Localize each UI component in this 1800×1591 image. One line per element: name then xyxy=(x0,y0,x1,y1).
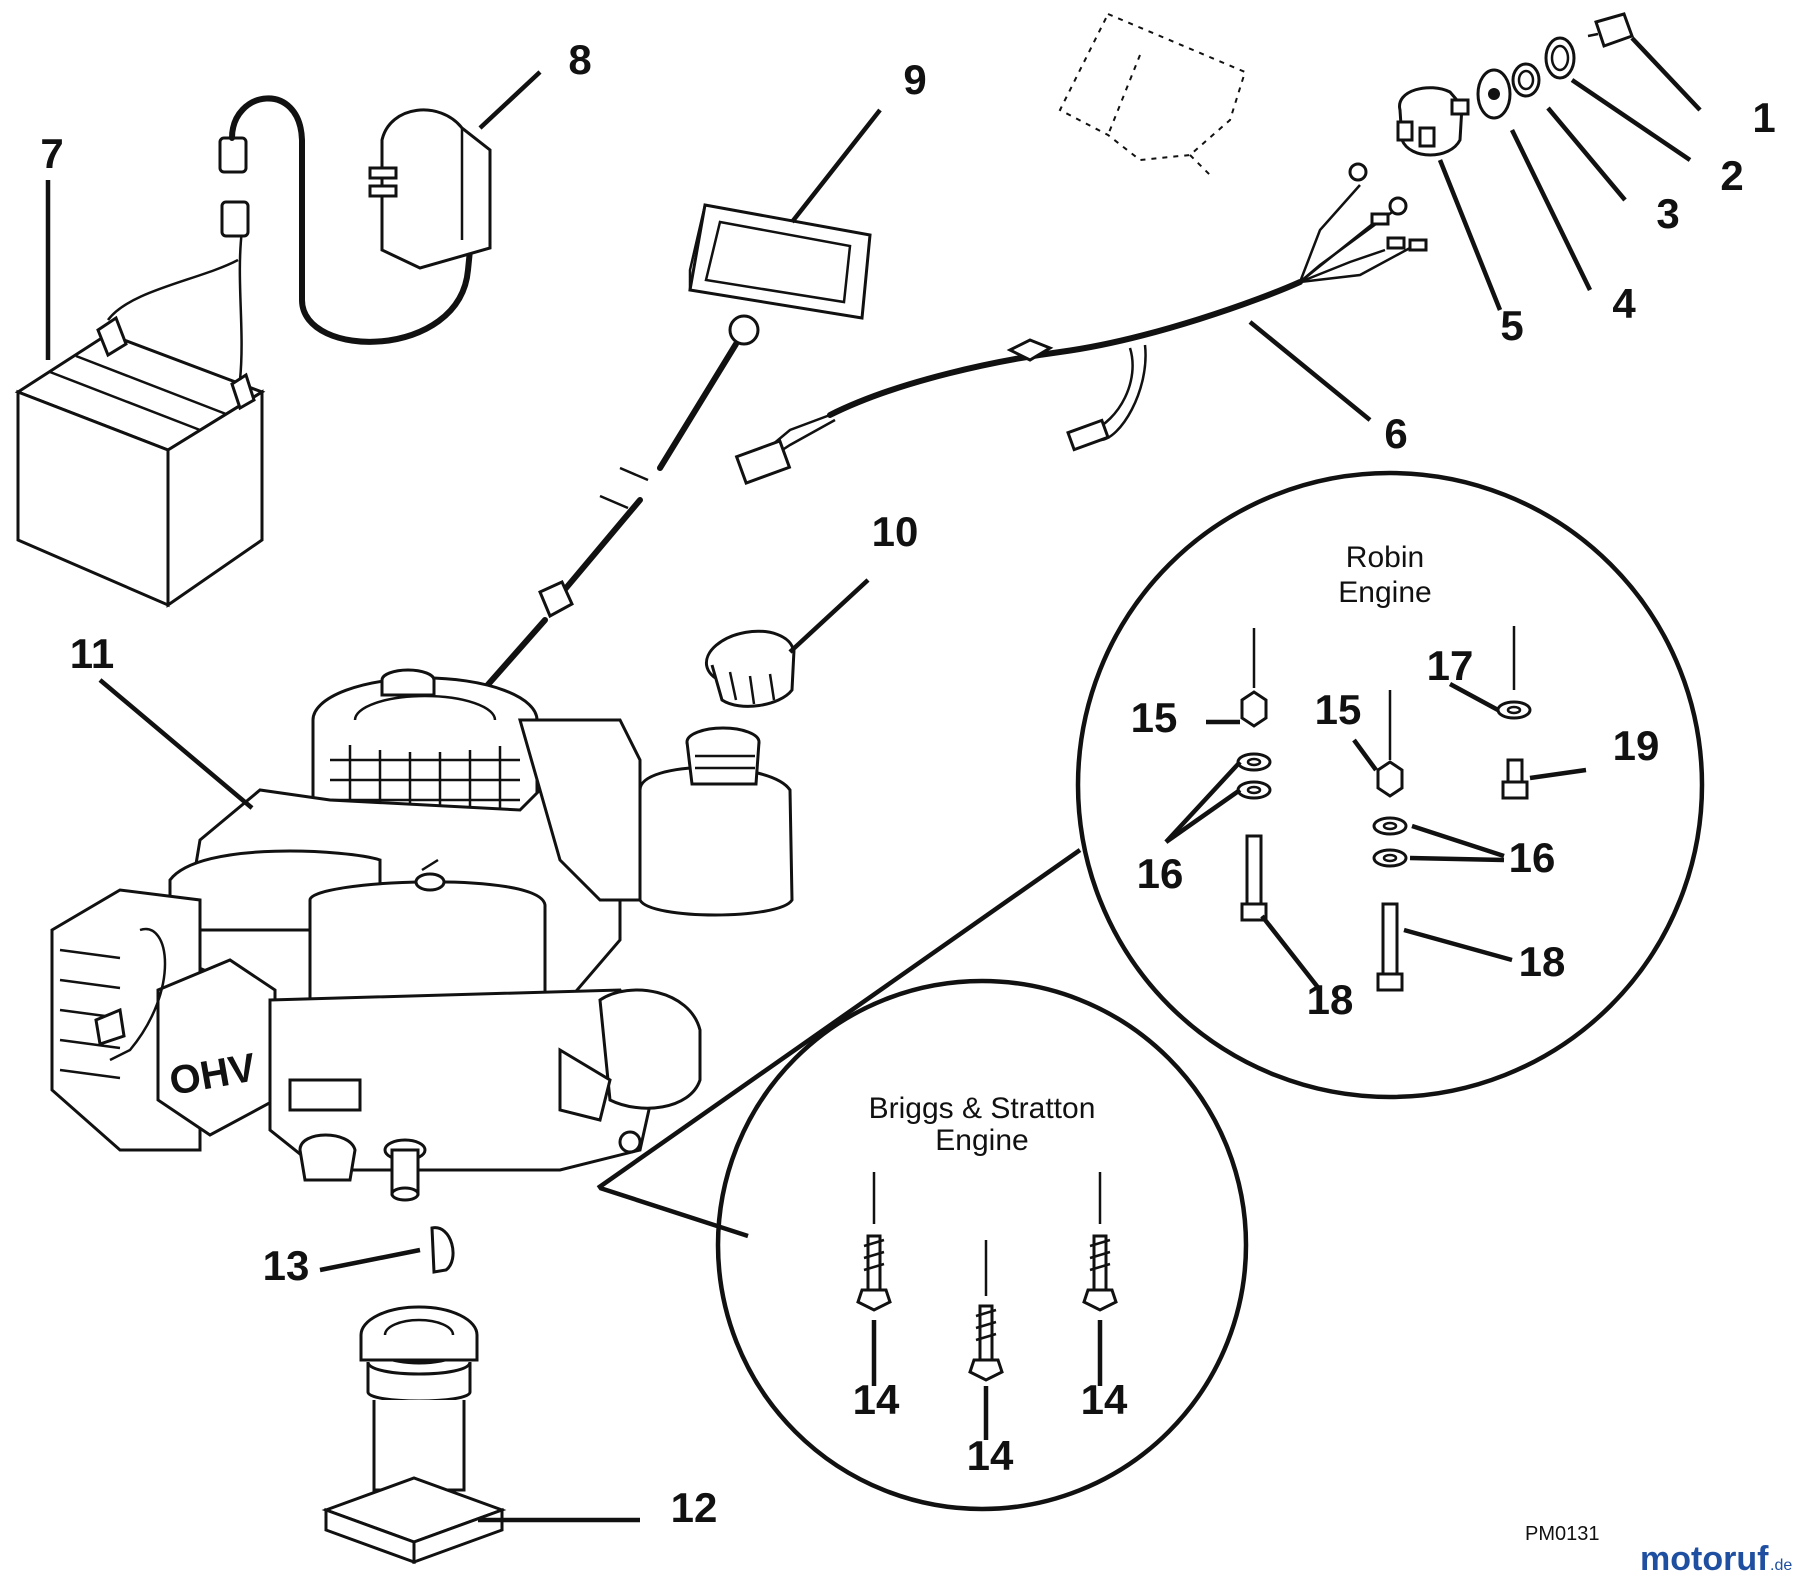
watermark-logo: motoruf .de xyxy=(1640,1540,1792,1578)
callout-numbers: 1 2 3 4 5 6 7 8 9 10 11 12 13 14 14 14 1… xyxy=(40,36,1775,1531)
wiring-harness-drawing xyxy=(734,162,1428,485)
callout-10: 10 xyxy=(872,508,919,555)
callout-3: 3 xyxy=(1656,190,1679,237)
callout-18-right: 18 xyxy=(1519,938,1566,985)
callout-17: 17 xyxy=(1427,642,1474,689)
leader-lines xyxy=(45,36,1702,1523)
woodruff-key-drawing xyxy=(430,1226,455,1274)
robin-engine-inset: Robin Engine xyxy=(1075,470,1705,1100)
callout-8: 8 xyxy=(568,36,591,83)
watermark-text: motoruf xyxy=(1640,1540,1769,1578)
callout-13: 13 xyxy=(263,1242,310,1289)
briggs-inset-title-line1: Briggs & Stratton xyxy=(869,1092,1096,1125)
callout-12: 12 xyxy=(671,1484,718,1531)
callout-16-right: 16 xyxy=(1509,834,1556,881)
callout-15-center: 15 xyxy=(1315,686,1362,733)
callout-19: 19 xyxy=(1613,722,1660,769)
callout-4: 4 xyxy=(1612,280,1636,327)
callout-14-right: 14 xyxy=(1081,1376,1128,1423)
diagram-code: PM0131 xyxy=(1525,1523,1600,1545)
battery-charger-drawing xyxy=(218,95,492,345)
ignition-switch-drawing xyxy=(1396,12,1634,157)
callout-2: 2 xyxy=(1720,152,1743,199)
callout-1: 1 xyxy=(1752,94,1775,141)
callout-18-left: 18 xyxy=(1307,976,1354,1023)
battery-drawing xyxy=(14,229,266,608)
callout-11: 11 xyxy=(70,630,114,677)
robin-inset-title-line2: Engine xyxy=(1338,576,1431,609)
callout-14-left: 14 xyxy=(853,1376,900,1423)
engine-drawing: OHV xyxy=(50,668,794,1202)
hour-meter-drawing xyxy=(467,203,872,708)
fuel-cap-drawing xyxy=(704,629,796,708)
pulley-adapter-drawing xyxy=(321,1305,507,1565)
briggs-engine-inset: Briggs & Stratton Engine xyxy=(715,978,1249,1512)
callout-15-left: 15 xyxy=(1131,694,1178,741)
callout-6: 6 xyxy=(1384,410,1407,457)
callout-9: 9 xyxy=(903,56,926,103)
dashed-panel-outline xyxy=(1058,12,1247,176)
robin-inset-title-line1: Robin xyxy=(1346,541,1424,574)
watermark-suffix: .de xyxy=(1770,1557,1792,1574)
callout-7: 7 xyxy=(40,130,63,177)
briggs-inset-title-line2: Engine xyxy=(935,1124,1028,1157)
callout-14-center: 14 xyxy=(967,1432,1014,1479)
callout-5: 5 xyxy=(1500,302,1523,349)
callout-16-left: 16 xyxy=(1137,850,1184,897)
